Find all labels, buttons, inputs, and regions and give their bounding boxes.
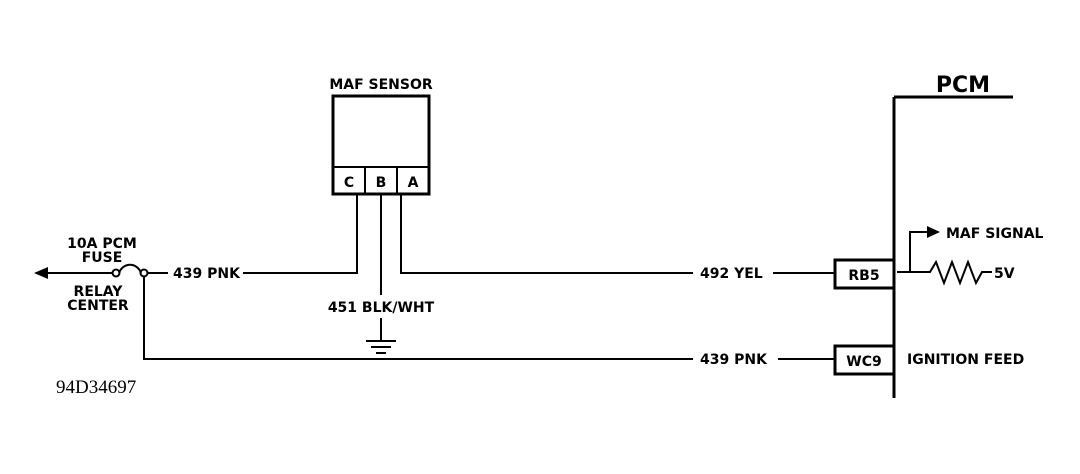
ground-icon: [366, 340, 396, 354]
pcm-pin-rb5: [833, 258, 896, 290]
maf-signal-arrow-icon: [927, 226, 940, 238]
pin-rb5-label: RB5: [848, 268, 879, 284]
ignition-feed-label: IGNITION FEED: [907, 352, 1024, 368]
fuse-label-line3: RELAY: [74, 284, 124, 300]
maf-signal-label: MAF SIGNAL: [946, 226, 1044, 242]
pin-c-label: C: [344, 175, 354, 191]
resistor-icon: [897, 259, 992, 286]
wire-pin-c: [243, 194, 358, 274]
pin-a-label: A: [408, 175, 419, 191]
wire-label-492-yel: 492 YEL: [700, 266, 763, 282]
wire-label-439-pnk-top: 439 PNK: [173, 266, 241, 282]
fuse-label-line1: 10A PCM: [67, 236, 137, 252]
pcm-pin-wc9: [833, 344, 896, 376]
maf-sensor-title: MAF SENSOR: [329, 77, 433, 93]
wire-label-451-blk-wht: 451 BLK/WHT: [328, 300, 435, 316]
fuse-label-line4: CENTER: [67, 298, 129, 314]
figure-code: 94D34697: [56, 377, 136, 398]
pin-wc9-label: WC9: [846, 354, 881, 370]
wire-ignition-feed: [143, 277, 693, 360]
fuse-symbol: [34, 263, 149, 279]
pin-b-label: B: [376, 175, 387, 191]
pcm-title: PCM: [936, 73, 990, 98]
pullup-voltage-label: 5V: [994, 266, 1015, 282]
wire-pin-a: [400, 194, 693, 274]
wire-label-439-pnk-bottom: 439 PNK: [700, 352, 768, 368]
fuse-label-line2: FUSE: [82, 250, 123, 266]
maf-signal-line: [909, 231, 928, 272]
